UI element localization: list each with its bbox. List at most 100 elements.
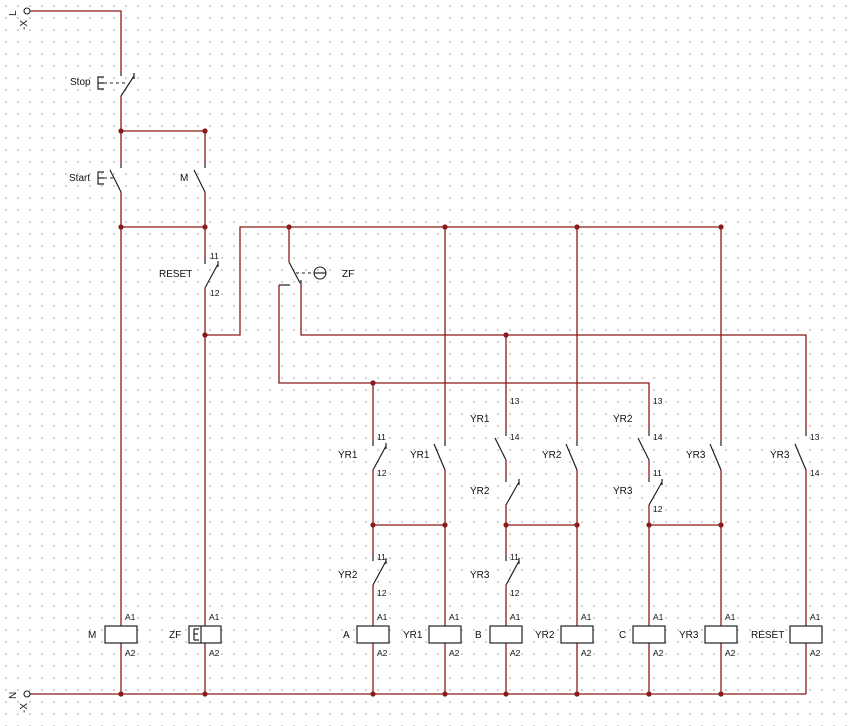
yr3-nc-label: YR3 [470,570,490,581]
coil-yr2-label: YR2 [535,630,555,641]
pin-a1: A1 [209,612,220,622]
l-terminal: L -X [8,7,31,30]
n-rail-sub: -X [19,703,30,713]
yr2-no2-label: YR2 [613,414,633,425]
coil-m-label: M [88,630,96,641]
junction-dot [286,224,292,230]
coil-yr3-label: YR3 [679,630,699,641]
terminal-icon [23,690,31,698]
pin-14: 14 [810,468,820,478]
junction-dot [202,332,208,338]
pin-a2: A2 [449,648,460,658]
coil-zf-label: ZF [169,630,181,641]
wires [30,10,807,695]
pushbutton-icon [97,171,104,185]
junction-dot [202,224,208,230]
junction-dot [718,522,724,528]
coil-c: A1 A2 C [619,612,666,658]
pin-11: 11 [377,432,386,442]
junction-dot [118,128,124,134]
pin-a1: A1 [510,612,521,622]
zf-changeover-contact: ZF [279,261,354,286]
coil-c-label: C [619,630,626,641]
pin-12: 12 [377,588,387,598]
junction-dot [503,332,509,338]
coil-yr2: A1 A2 YR2 [535,612,594,658]
junction-dot [503,522,509,528]
yr3-nc-contact: 11 12 YR3 [613,468,663,514]
pin-a2: A2 [125,648,136,658]
start-button-contact: Start [69,164,122,193]
pushbutton-icon [97,76,104,90]
pin-a2: A2 [510,648,521,658]
yr1-no-contact: YR1 [410,440,446,471]
coil-zf: A1 A2 ZF [169,612,222,658]
coil-yr1-label: YR1 [403,630,423,641]
reset-contact: 11 12 RESET [159,251,220,298]
pin-12: 12 [377,468,387,478]
zf-contact-label: ZF [342,269,354,280]
junction-dot [503,691,509,697]
pin-12: 12 [210,288,220,298]
junction-dot [202,691,208,697]
n-rail-name: N [8,692,19,699]
pin-a2: A2 [209,648,220,658]
m-contact-label: M [180,173,188,184]
yr1-nc-contact: 11 12 YR1 [338,432,387,478]
stop-label: Stop [70,77,91,88]
pin-a2: A2 [653,648,664,658]
coil-a: A1 A2 A [343,612,390,658]
pin-a1: A1 [653,612,664,622]
junction-dot [202,128,208,134]
yr2-no-label: YR2 [542,450,562,461]
pin-14: 14 [510,432,520,442]
yr2-nc-b-label: YR2 [470,486,490,497]
pin-a1: A1 [810,612,821,622]
pin-a1: A1 [725,612,736,622]
yr2-no2-contact: 13 14 YR2 [613,396,663,461]
yr2-no-contact: YR2 [542,440,578,471]
junction-dot [646,691,652,697]
yr2-nc-label: YR2 [338,570,358,581]
yr1-no-label: YR1 [410,450,430,461]
coil-b: A1 A2 B [475,612,523,658]
coil-yr1: A1 A2 YR1 [403,612,462,658]
pin-13: 13 [653,396,663,406]
coil-reset: A1 A2 RESET [751,612,823,658]
reset-contact-label: RESET [159,269,192,280]
pin-a2: A2 [581,648,592,658]
junction-dot [370,522,376,528]
yr1-no2-label: YR1 [470,414,490,425]
junction-dot [574,691,580,697]
junction-dot [442,691,448,697]
yr2-nc-contact: YR2 [470,478,520,506]
yr3-no2-label: YR3 [770,450,790,461]
pin-11: 11 [510,552,519,562]
pin-14: 14 [653,432,663,442]
pin-a2: A2 [377,648,388,658]
pin-a1: A1 [449,612,460,622]
junction-dot [718,224,724,230]
junction-dot [370,691,376,697]
coil-reset-label: RESET [751,630,784,641]
n-terminal: N -X [8,690,31,713]
junctions [118,128,724,697]
yr1-no2-contact: 13 14 YR1 [470,396,520,461]
yr3-nc-contact-b: 11 12 YR3 [470,552,520,598]
junction-dot [370,380,376,386]
m-holding-contact: M [180,164,206,193]
yr3-no-contact: YR3 [686,440,722,471]
junction-dot [574,522,580,528]
junction-dot [442,224,448,230]
coil-m: A1 A2 M [88,612,138,658]
pin-a2: A2 [725,648,736,658]
junction-dot [118,691,124,697]
pin-12: 12 [510,588,520,598]
pin-a1: A1 [377,612,388,622]
yr3-no2-contact: 13 14 YR3 [770,430,820,478]
pin-a1: A1 [581,612,592,622]
pin-11: 11 [377,552,386,562]
junction-dot [442,522,448,528]
